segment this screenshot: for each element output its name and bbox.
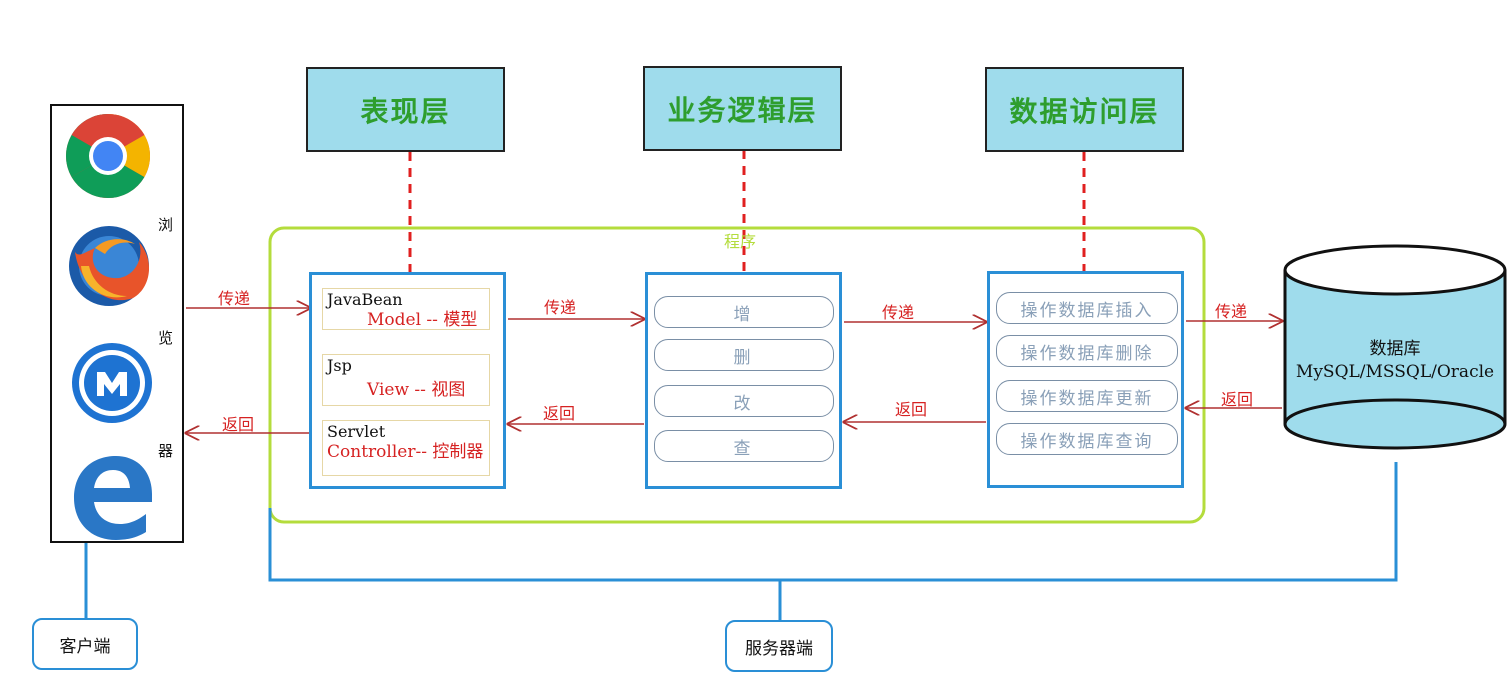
jsp-box: Jsp View -- 视图	[322, 354, 490, 406]
layer-business-label: 业务逻辑层	[667, 93, 818, 127]
javabean-box: JavaBean Model -- 模型	[322, 288, 490, 330]
server-label: 服务器端	[745, 638, 813, 659]
server-bracket	[268, 462, 1398, 582]
op-create: 增	[654, 296, 834, 328]
flow-return-2: 返回	[543, 404, 576, 423]
layer-data-access: 数据访问层	[985, 67, 1184, 152]
flow-pass-4: 传递	[1215, 302, 1248, 321]
flow-pass-2: 传递	[544, 298, 577, 317]
chrome-icon	[65, 113, 151, 199]
database-types: MySQL/MSSQL/Oracle	[1295, 362, 1495, 382]
layer-business: 业务逻辑层	[643, 66, 842, 151]
database-title: 数据库	[1369, 339, 1421, 359]
jsp-name: Jsp	[327, 356, 352, 375]
flow-pass-1: 传递	[218, 289, 251, 308]
servlet-role: Controller-- 控制器	[327, 442, 484, 462]
firefox-icon	[69, 226, 150, 306]
server-endpoint: 服务器端	[725, 620, 833, 672]
program-label: 程序	[724, 232, 757, 251]
op-update: 改	[654, 385, 834, 417]
program-container	[268, 226, 1206, 524]
flow-pass-3: 传递	[882, 303, 915, 322]
javabean-role: Model -- 模型	[367, 310, 478, 330]
database-cylinder	[1283, 244, 1507, 450]
browser-label-1: 浏	[158, 216, 174, 234]
browser-label-3: 器	[158, 442, 174, 460]
op-delete: 删	[654, 339, 834, 371]
layer-presentation: 表现层	[306, 67, 505, 152]
layer-data-access-label: 数据访问层	[1009, 94, 1160, 128]
db-op-query: 操作数据库查询	[996, 423, 1178, 455]
edge-icon	[74, 456, 152, 540]
browser-label-2: 览	[158, 329, 174, 347]
javabean-name: JavaBean	[327, 290, 403, 309]
flow-return-3: 返回	[895, 400, 928, 419]
servlet-box: Servlet Controller-- 控制器	[322, 420, 490, 476]
maxthon-icon	[72, 343, 152, 423]
client-endpoint: 客户端	[32, 618, 138, 670]
op-query: 查	[654, 430, 834, 462]
db-op-update: 操作数据库更新	[996, 380, 1178, 412]
client-label: 客户端	[59, 636, 111, 657]
db-op-delete: 操作数据库删除	[996, 335, 1178, 367]
layer-presentation-label: 表现层	[360, 94, 451, 128]
servlet-name: Servlet	[327, 422, 386, 441]
db-op-insert: 操作数据库插入	[996, 292, 1178, 324]
flow-return-1: 返回	[222, 415, 255, 434]
jsp-role: View -- 视图	[367, 380, 466, 400]
flow-return-4: 返回	[1221, 390, 1254, 409]
